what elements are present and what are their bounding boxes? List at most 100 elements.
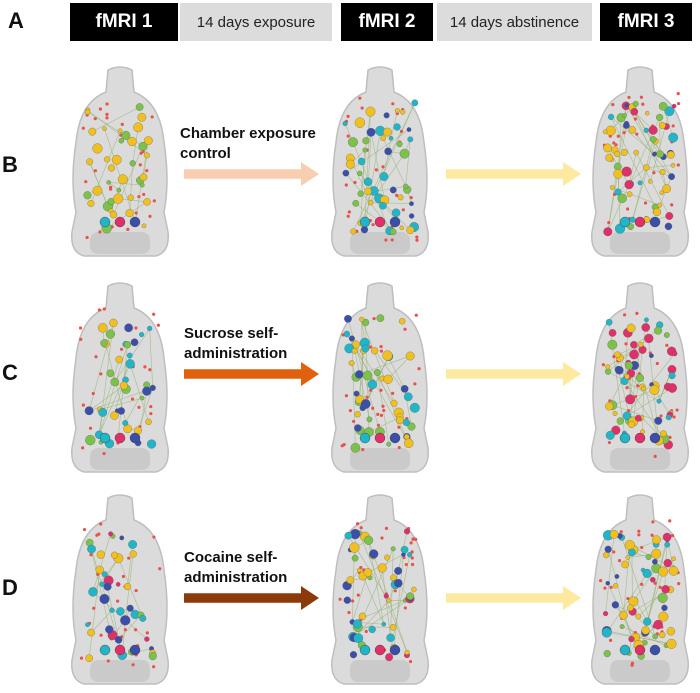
node-red (609, 638, 613, 642)
connection-line (90, 609, 113, 633)
node (652, 558, 658, 565)
node (129, 550, 137, 558)
node (633, 149, 639, 156)
node (624, 361, 633, 370)
node (119, 381, 128, 390)
connection-line (92, 106, 140, 132)
node-red (97, 532, 101, 536)
node-red (611, 103, 615, 107)
node (362, 370, 373, 381)
node (139, 173, 148, 181)
node-red (413, 382, 417, 386)
node-red (379, 349, 384, 353)
arrow-shape (184, 586, 319, 610)
node (638, 345, 647, 354)
node (635, 613, 642, 620)
node-red (137, 405, 141, 409)
brain-d-fmri-2 (331, 494, 429, 685)
node (354, 411, 361, 418)
node-red (653, 454, 657, 458)
node-red (99, 633, 103, 637)
condition-line-2: administration (184, 345, 288, 362)
node (105, 625, 114, 634)
node (357, 190, 364, 197)
connection-line (634, 111, 667, 189)
node (139, 182, 145, 188)
node (652, 151, 657, 157)
node (125, 208, 134, 218)
node (399, 225, 405, 231)
node-red (150, 115, 154, 119)
connection-line (382, 138, 408, 190)
node-red (622, 313, 627, 317)
node-red (149, 404, 153, 409)
node (349, 542, 360, 553)
connection-line (606, 573, 648, 633)
node-red (675, 408, 679, 412)
node (654, 326, 663, 335)
node-red (145, 631, 149, 635)
connection-line (351, 338, 395, 404)
node (623, 122, 630, 129)
node (110, 377, 119, 387)
node (143, 152, 150, 159)
node (351, 347, 358, 354)
connection-line (607, 344, 641, 368)
connection-line (608, 365, 630, 407)
node (602, 129, 608, 135)
node-red (134, 628, 138, 632)
node-red (626, 596, 630, 601)
node (650, 576, 656, 583)
node-red (105, 112, 109, 116)
node-red (676, 163, 680, 167)
node (147, 439, 157, 449)
connection-line (390, 548, 394, 638)
connection-line (137, 391, 148, 443)
node-red (676, 91, 680, 96)
connection-line (650, 111, 670, 182)
node (365, 106, 376, 117)
node (377, 563, 387, 573)
node-red (89, 553, 93, 557)
node (645, 111, 650, 116)
node (354, 424, 362, 432)
node (84, 109, 91, 115)
node (344, 531, 353, 540)
node-red (352, 419, 356, 424)
node-red (414, 313, 418, 317)
node (609, 185, 615, 190)
node-red (84, 180, 88, 184)
node-red (346, 134, 350, 138)
node (672, 350, 678, 357)
node (614, 351, 621, 359)
node (662, 184, 671, 194)
node (601, 627, 612, 638)
node-red (415, 238, 419, 242)
node (344, 314, 352, 323)
node (103, 582, 112, 591)
node-red (643, 201, 648, 205)
node (367, 379, 378, 390)
node (603, 650, 611, 658)
node-red (138, 163, 142, 167)
connection-line (632, 319, 647, 422)
node-red (358, 96, 362, 100)
node (644, 333, 654, 344)
node (97, 323, 108, 333)
node-red (625, 386, 629, 390)
node-red (347, 210, 351, 214)
cerebellum (350, 660, 410, 682)
node (637, 180, 643, 186)
node-red (98, 230, 102, 234)
node (384, 554, 391, 561)
connection-line (352, 572, 369, 623)
node-red (409, 541, 413, 545)
node-red (676, 101, 681, 106)
node (92, 143, 103, 154)
node (621, 560, 629, 569)
arrow-exposure-b (184, 162, 319, 186)
node-red (677, 582, 681, 586)
brain-c-fmri-2 (331, 282, 429, 473)
node-red (99, 372, 103, 376)
connection-line (610, 116, 656, 208)
